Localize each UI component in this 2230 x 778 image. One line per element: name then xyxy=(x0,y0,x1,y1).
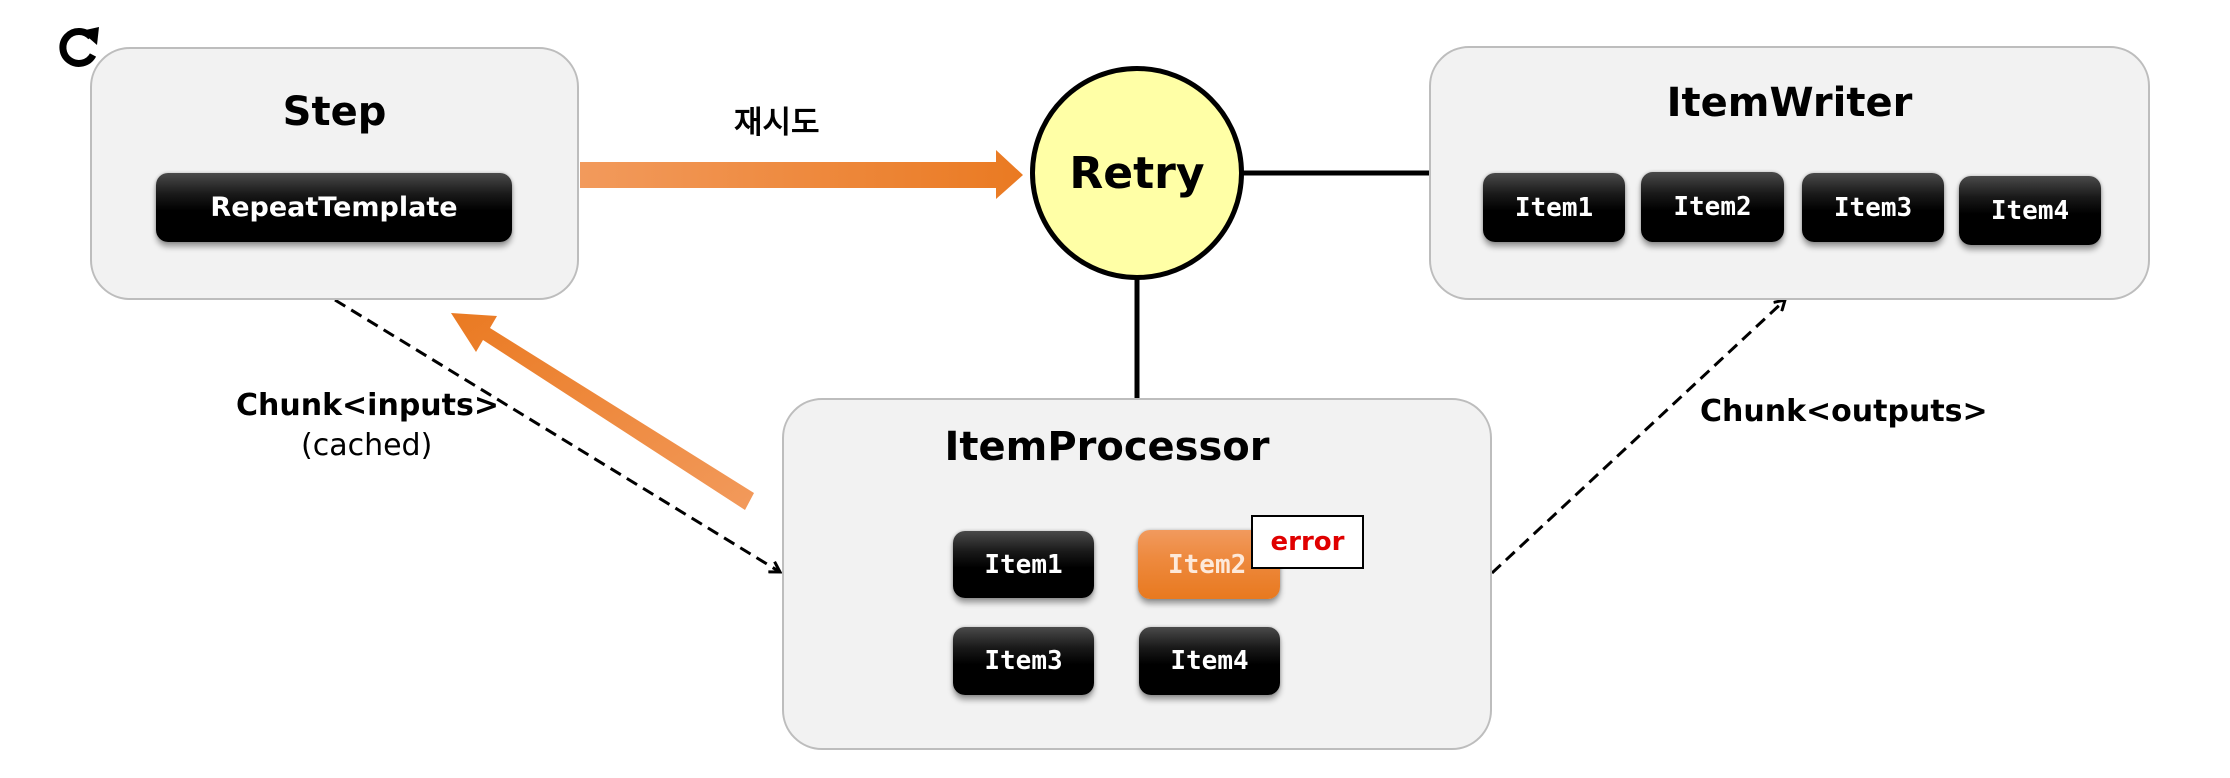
chunk-outputs-arrow xyxy=(1490,300,1785,575)
retry-arrow-label: 재시도 xyxy=(734,105,820,141)
refresh-icon[interactable] xyxy=(55,25,103,69)
error-label: error xyxy=(1270,527,1345,557)
chunk-inputs-note: (cached) xyxy=(301,428,433,463)
item-processor-box: ItemProcessor xyxy=(782,398,1492,750)
processor-item-1: Item1 xyxy=(953,531,1094,598)
repeat-template-chip: RepeatTemplate xyxy=(156,173,512,242)
writer-item-2: Item2 xyxy=(1641,172,1784,242)
chunk-outputs-label: Chunk<outputs> xyxy=(1700,394,1988,429)
chunk-inputs-label: Chunk<inputs> xyxy=(236,388,499,423)
rollback-arrow xyxy=(451,313,754,510)
item-processor-title: ItemProcessor xyxy=(944,424,1270,470)
retry-node: Retry xyxy=(1030,66,1244,280)
writer-item-3: Item3 xyxy=(1802,173,1944,242)
writer-item-1: Item1 xyxy=(1483,173,1625,242)
step-title: Step xyxy=(282,89,387,135)
retry-label: Retry xyxy=(1069,147,1205,199)
error-badge: error xyxy=(1251,515,1364,569)
writer-item-4: Item4 xyxy=(1959,176,2101,245)
chunk-inputs-arrow xyxy=(334,298,780,572)
retry-attempt-arrow xyxy=(580,150,1023,199)
processor-item-4: Item4 xyxy=(1139,627,1280,695)
item-writer-title: ItemWriter xyxy=(1666,80,1913,126)
processor-item-3: Item3 xyxy=(953,627,1094,695)
